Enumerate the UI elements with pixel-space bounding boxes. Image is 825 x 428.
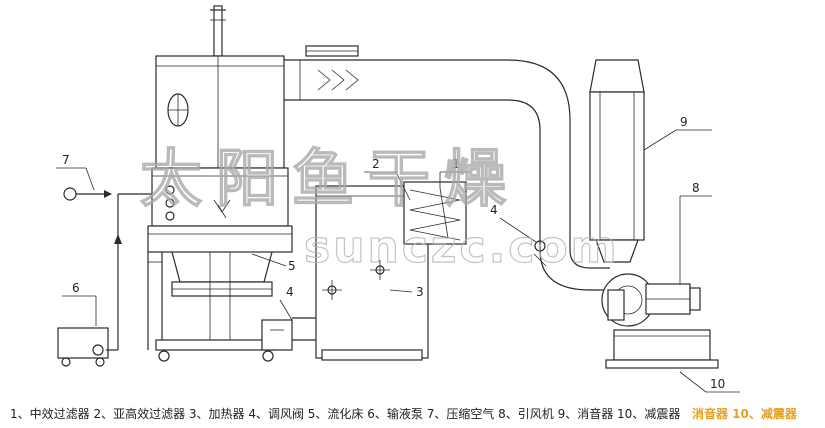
callout-4b: 4 bbox=[286, 285, 294, 299]
exhaust-duct bbox=[284, 45, 610, 291]
dryer-tower bbox=[147, 5, 293, 362]
heater-unit bbox=[292, 181, 467, 361]
callout-4: 4 bbox=[490, 203, 498, 217]
callout-5: 5 bbox=[288, 259, 296, 273]
callouts: 1 2 3 4 4 5 6 7 8 9 10 bbox=[56, 115, 740, 393]
callout-7: 7 bbox=[62, 153, 70, 167]
damper-valve bbox=[533, 240, 547, 267]
callout-3: 3 bbox=[416, 285, 424, 299]
watermark-url: sunczc.com bbox=[304, 222, 619, 273]
pump-and-air-line bbox=[57, 187, 152, 367]
callout-6: 6 bbox=[72, 281, 80, 295]
callout-8: 8 bbox=[692, 181, 700, 195]
callout-2: 2 bbox=[372, 157, 380, 171]
legend-caption: 1、中效过滤器 2、亚高效过滤器 3、加热器 4、调风阀 5、流化床 6、输液泵… bbox=[10, 407, 681, 421]
callout-9: 9 bbox=[680, 115, 688, 129]
brand-logo: 消音器 10、减震器 bbox=[692, 405, 797, 422]
watermark-chinese: 太阳鱼干燥 bbox=[140, 142, 520, 215]
induced-fan bbox=[601, 273, 719, 369]
callout-1: 1 bbox=[452, 157, 460, 171]
silencer bbox=[589, 59, 645, 263]
callout-10: 10 bbox=[710, 377, 725, 391]
